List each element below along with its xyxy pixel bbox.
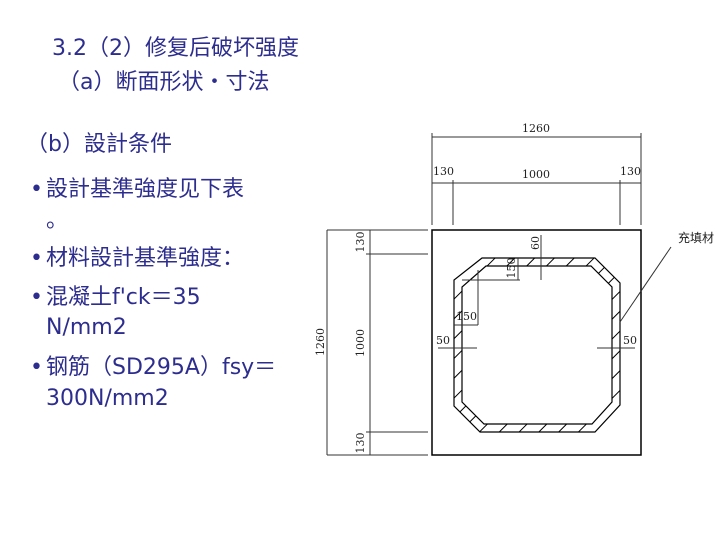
bullet-text: 材料設計基準強度： [46, 246, 245, 271]
dim-label: 130 [354, 232, 367, 253]
bullet-4: 钢筋（SD295A）fsy＝ [30, 355, 277, 381]
section-b-heading: （b）設計条件 [26, 132, 172, 157]
bullet-text: 钢筋（SD295A）fsy＝ [46, 355, 277, 380]
bullet-3-cont: N/mm2 [46, 315, 127, 340]
dim-label: 130 [354, 433, 367, 454]
dim-label: 1260 [522, 122, 550, 135]
dim-label: 50 [436, 334, 450, 347]
bullet-1-cont: 。 [46, 208, 69, 233]
dim-label: 1000 [522, 168, 550, 181]
bullet-text: 混凝土f'ck＝35 [46, 285, 201, 310]
bullet-2: 材料設計基準強度： [30, 246, 245, 272]
subtitle-a: （a）断面形状・寸法 [58, 70, 270, 95]
filler-band [453, 257, 621, 433]
bullet-4-cont: 300N/mm2 [46, 386, 169, 411]
outer-section [431, 229, 642, 456]
dim-label: 1000 [354, 329, 367, 357]
dim-label: 150 [456, 310, 477, 323]
dim-label: 1260 [314, 328, 327, 356]
dim-label: 60 [529, 236, 542, 250]
dim-label: 150 [505, 258, 518, 279]
bullet-text: 設計基準強度见下表 [46, 177, 245, 202]
bullet-3: 混凝土f'ck＝35 [30, 285, 201, 311]
filler-label: 充填材 [678, 230, 714, 245]
leader-line [619, 246, 672, 323]
dim-label: 130 [620, 165, 641, 178]
dim-label: 130 [433, 165, 454, 178]
bullet-1: 設計基準強度见下表 [30, 177, 245, 203]
dim-label: 50 [623, 334, 637, 347]
slide-title: 3.2（2）修复后破坏强度 [52, 36, 299, 61]
